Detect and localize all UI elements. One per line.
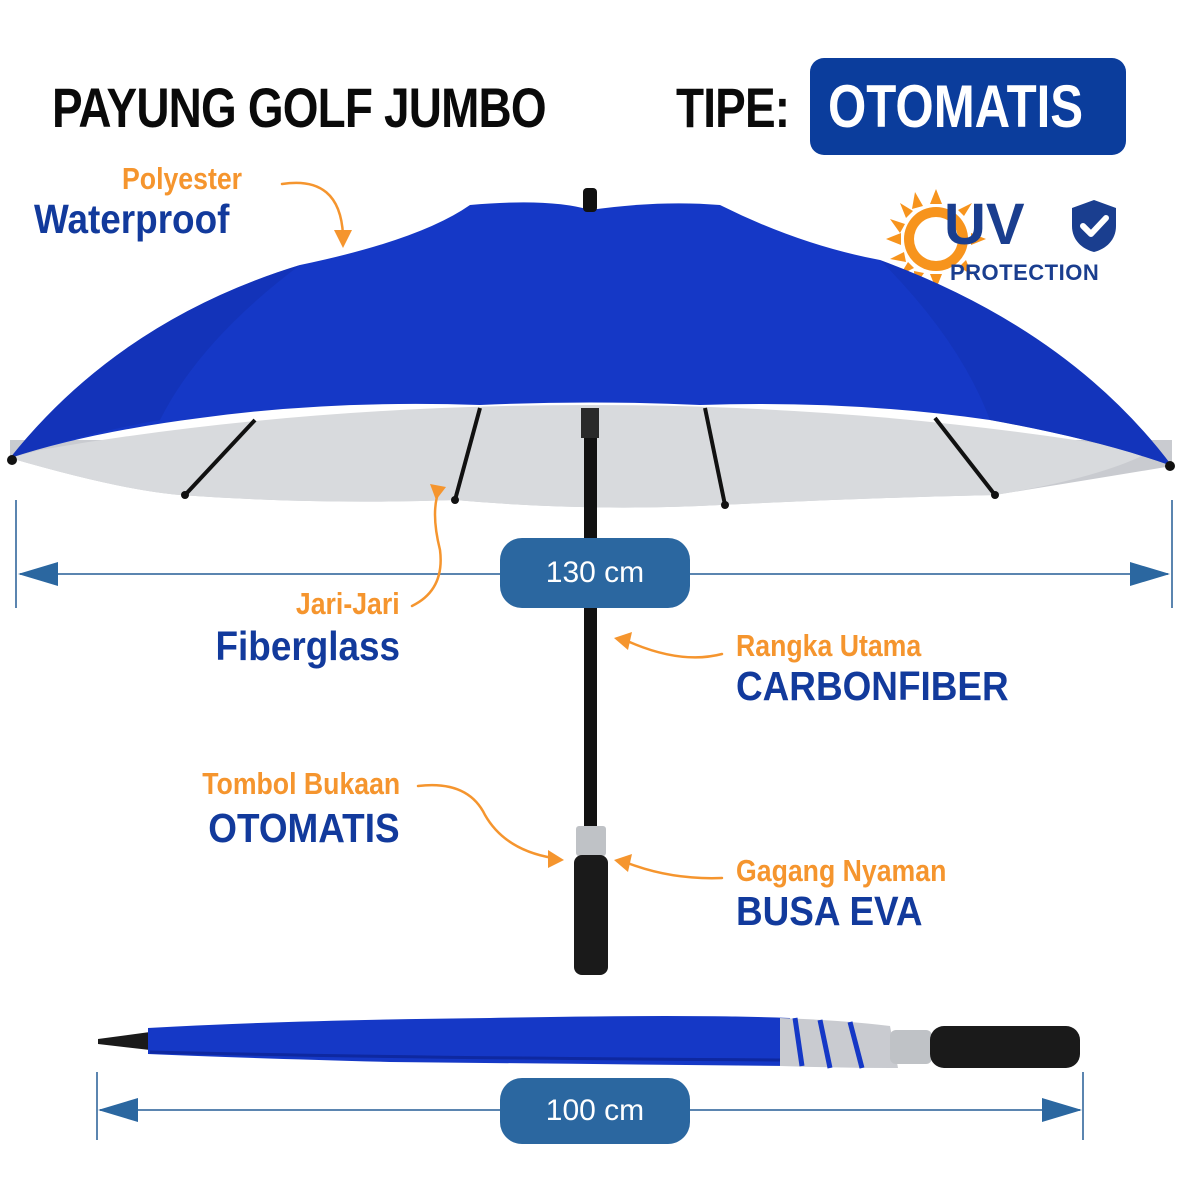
- width-dimension-line: [15, 500, 1173, 608]
- type-badge: OTOMATIS: [810, 58, 1126, 155]
- canopy-label: Polyester: [122, 161, 243, 196]
- frame-label: Rangka Utama: [736, 628, 922, 663]
- uv-protection-label: PROTECTION: [950, 260, 1100, 285]
- frame-arrow: [623, 638, 724, 659]
- ribs-label: Jari-Jari: [296, 586, 400, 621]
- closed-umbrella-illustration: [98, 1016, 1080, 1069]
- button-value: OTOMATIS: [208, 805, 400, 851]
- uv-text: UV: [944, 192, 1025, 257]
- open-width-pill: 130 cm: [500, 538, 690, 608]
- ribs-arrow: [410, 486, 442, 608]
- handle-arrow: [623, 860, 724, 880]
- button-label: Tombol Bukaan: [202, 766, 400, 801]
- closed-length-pill: 100 cm: [500, 1078, 690, 1144]
- callout-arrows: [280, 181, 724, 880]
- handle-label: Gagang Nyaman: [736, 853, 947, 888]
- open-umbrella-illustration: [7, 188, 1175, 975]
- page-title: PAYUNG GOLF JUMBO: [52, 76, 547, 139]
- canopy-value: Waterproof: [34, 196, 230, 242]
- button-arrow: [416, 783, 555, 860]
- canopy-arrow: [280, 181, 345, 237]
- sun-icon: [886, 189, 986, 289]
- type-value: OTOMATIS: [828, 73, 1084, 140]
- type-label: TIPE:: [676, 76, 790, 139]
- frame-value: CARBONFIBER: [736, 663, 1009, 709]
- handle-value: BUSA EVA: [736, 888, 923, 934]
- ribs-value: Fiberglass: [215, 623, 400, 669]
- shield-check-icon: [1072, 200, 1116, 252]
